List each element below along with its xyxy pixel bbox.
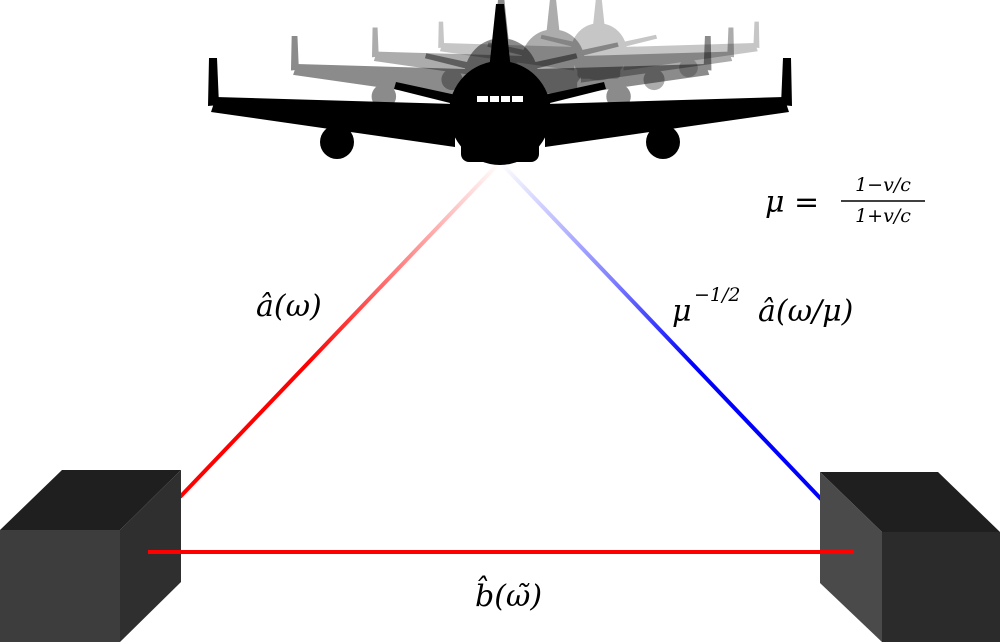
mu-numerator: 1−v/c [855, 174, 911, 196]
right-beam-label: μ −1/2 â(ω/μ) [672, 284, 853, 329]
bottom-beam-label: b̂(ω̃) [475, 575, 542, 614]
right-beam-label-exponent: −1/2 [694, 284, 741, 306]
left-station-box-icon [0, 470, 181, 642]
mu-lhs: μ = [765, 185, 819, 220]
right-beam [498, 160, 824, 502]
mu-denominator: 1+v/c [855, 205, 911, 227]
mu-definition: μ = 1−v/c 1+v/c [765, 174, 925, 227]
left-beam [178, 160, 502, 499]
left-beam-label: â(ω) [256, 289, 322, 324]
right-beam-label-base: μ [672, 294, 692, 329]
right-beam-label-rest: â(ω/μ) [758, 294, 853, 329]
right-station-box-icon [820, 472, 1000, 642]
airplane-icon [208, 4, 792, 165]
